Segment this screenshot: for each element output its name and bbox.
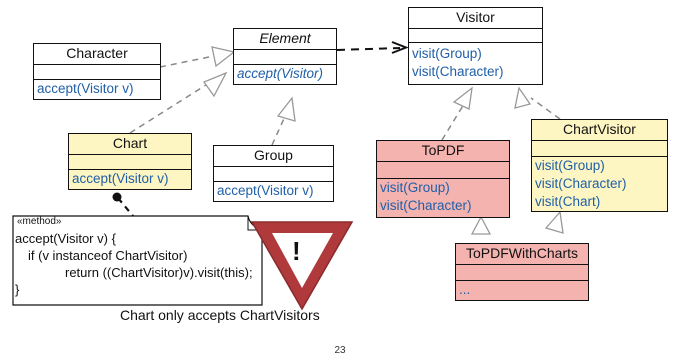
chart-op-accept: accept(Visitor v): [72, 171, 169, 186]
topdfwithcharts-op-ellipsis: ...: [459, 282, 471, 297]
note-anchor-dot: [112, 192, 122, 202]
topdfwithcharts-topdf-arrowhead: [470, 215, 492, 235]
dependency-arrowhead: [391, 41, 409, 54]
group-class-name: Group: [254, 147, 293, 163]
element-attributes: [234, 49, 336, 64]
chartvisitor-op-visit-character: visit(Character): [535, 176, 627, 191]
element-class[interactable]: Element accept(Visitor): [233, 28, 337, 85]
chart-realizes-element-line: [129, 84, 207, 134]
chartvisitor-class-name: ChartVisitor: [563, 121, 636, 137]
topdf-realizes-visitor-line: [441, 103, 465, 141]
topdf-class[interactable]: ToPDF visit(Group) visit(Character): [376, 140, 510, 218]
group-op-accept: accept(Visitor v): [217, 183, 314, 198]
group-operations: accept(Visitor v): [214, 181, 333, 200]
note-anchor-line: [117, 197, 134, 217]
topdf-class-name: ToPDF: [421, 142, 465, 158]
character-operations: accept(Visitor v): [34, 79, 160, 98]
element-depends-visitor-line: [336, 47, 401, 51]
group-realization-arrowhead: [276, 96, 296, 122]
topdf-op-visit-group: visit(Group): [380, 180, 450, 195]
chartvisitor-realizes-visitor-line: [530, 97, 561, 120]
chartvisitor-op-visit-chart: visit(Chart): [535, 194, 601, 209]
note-stereotype: «method»: [17, 216, 62, 227]
topdfwithcharts-attributes: [456, 264, 588, 280]
visitor-op-visit-character: visit(Character): [412, 64, 504, 79]
chartvisitor-class[interactable]: ChartVisitor visit(Group) visit(Characte…: [531, 119, 668, 212]
visitor-class-name: Visitor: [456, 9, 495, 25]
element-op-accept: accept(Visitor): [237, 66, 324, 81]
topdfwithcharts-class-name: ToPDFWithCharts: [465, 245, 579, 261]
chartvisitor-realization-arrowhead: [514, 86, 532, 109]
visitor-op-visit-group: visit(Group): [412, 46, 482, 61]
group-class[interactable]: Group accept(Visitor v): [213, 145, 334, 202]
warning-exclamation: !: [292, 236, 301, 266]
method-note-code: accept(Visitor v) { if (v instanceof Cha…: [15, 230, 253, 298]
topdf-realization-arrowhead: [452, 86, 473, 110]
note-line-2: if (v instanceof ChartVisitor): [28, 248, 188, 263]
topdfwithcharts-chartvisitor-arrowhead: [544, 210, 564, 234]
note-line-4: }: [15, 282, 20, 297]
visitor-class[interactable]: Visitor visit(Group) visit(Character): [408, 7, 543, 85]
note-line-3: return ((ChartVisitor)v).visit(this);: [65, 265, 253, 280]
topdf-op-visit-character: visit(Character): [380, 198, 472, 213]
visitor-attributes: [409, 28, 542, 42]
warning-caption: Chart only accepts ChartVisitors: [120, 307, 320, 323]
character-attributes: [34, 64, 160, 79]
chart-realization-arrowhead: [202, 71, 228, 98]
element-class-name: Element: [259, 30, 311, 46]
chartvisitor-operations: visit(Group) visit(Character) visit(Char…: [532, 156, 667, 211]
note-line-1: accept(Visitor v) {: [15, 231, 116, 246]
chartvisitor-attributes: [532, 140, 667, 156]
character-op-accept: accept(Visitor v): [37, 81, 134, 96]
chart-class-name: Chart: [112, 135, 148, 151]
group-attributes: [214, 166, 333, 181]
topdf-operations: visit(Group) visit(Character): [377, 178, 509, 215]
chartvisitor-op-visit-group: visit(Group): [535, 158, 605, 173]
chart-operations: accept(Visitor v): [69, 169, 191, 188]
page-number: 23: [334, 345, 346, 356]
topdfwithcharts-class[interactable]: ToPDFWithCharts ...: [455, 243, 589, 301]
character-class[interactable]: Character accept(Visitor v): [33, 43, 161, 100]
chart-attributes: [69, 154, 191, 169]
visitor-operations: visit(Group) visit(Character): [409, 42, 542, 81]
character-class-name: Character: [66, 45, 128, 61]
character-realizes-element-line: [159, 55, 215, 68]
chart-class[interactable]: Chart accept(Visitor v): [68, 133, 192, 190]
topdfwithcharts-operations: ...: [456, 280, 588, 299]
topdf-attributes: [377, 161, 509, 178]
character-realization-arrowhead: [211, 46, 236, 68]
element-operations: accept(Visitor): [234, 64, 336, 83]
